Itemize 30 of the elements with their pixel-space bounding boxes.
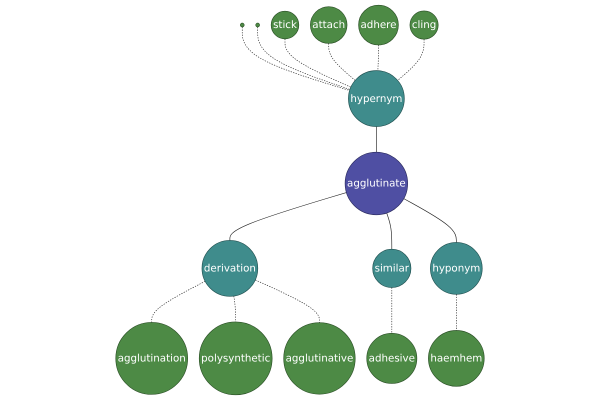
connector xyxy=(386,212,392,250)
node-circle: agglutinative xyxy=(283,322,356,394)
connector xyxy=(254,280,320,323)
node-circle: derivation xyxy=(202,240,258,297)
node-circle: agglutination xyxy=(115,322,188,395)
node-circle: cling xyxy=(410,10,438,40)
node-circle: adhesive xyxy=(366,333,418,384)
node-circle: stick xyxy=(270,10,300,40)
connector xyxy=(151,280,206,323)
connector xyxy=(234,296,236,322)
node-circle: attach xyxy=(310,6,348,44)
connector xyxy=(378,44,379,71)
node-circle: hyponym xyxy=(430,242,483,295)
node-circle: polysynthetic xyxy=(198,322,272,396)
connector xyxy=(328,43,356,81)
connector xyxy=(376,126,377,153)
node-circle: haemhem xyxy=(428,330,485,387)
connector xyxy=(397,38,424,81)
connector xyxy=(284,38,352,88)
node-circle xyxy=(255,22,260,28)
node-circle: agglutinate xyxy=(344,152,408,216)
connector xyxy=(230,192,347,241)
node-circle: similar xyxy=(372,248,412,288)
node-circle: adhere xyxy=(358,4,399,46)
connector xyxy=(456,294,457,331)
connector xyxy=(242,26,350,91)
node-circle: hypernym xyxy=(348,70,405,127)
connector xyxy=(257,26,350,90)
connector xyxy=(403,198,457,243)
node-circle xyxy=(240,22,244,28)
